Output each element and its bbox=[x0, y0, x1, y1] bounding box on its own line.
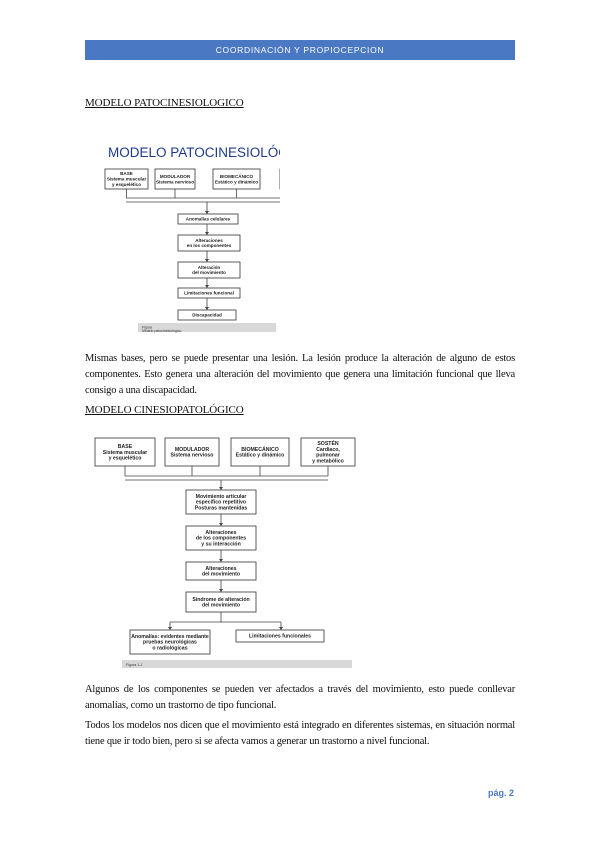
top-box-4-text: Cardiaco, bbox=[316, 447, 340, 453]
bottom-box-anomalias-text: o radiológicas bbox=[152, 645, 187, 651]
chain-box-2-text: de los componentes bbox=[196, 536, 246, 542]
top-box-4-text: SOSTÉN bbox=[317, 439, 339, 447]
bottom-box-anomalias-text: Anomalías: evidentes mediante bbox=[131, 634, 209, 640]
arrow-head bbox=[205, 232, 209, 235]
page-header: COORDINACIÓN Y PROPIOCEPCION bbox=[85, 40, 515, 60]
chain-box-5-text: Discapacidad bbox=[192, 313, 222, 318]
chain-box-3-text: del movimiento bbox=[202, 572, 240, 578]
top-box-1-text: y esquelético bbox=[109, 456, 142, 462]
top-box-3-text: BIOMECÁNICO bbox=[220, 173, 254, 179]
chain-box-5: Discapacidad bbox=[177, 309, 237, 321]
top-box-1-text: BASE bbox=[118, 444, 133, 450]
figure-caption-text: Modelo patocinesiológico. bbox=[142, 329, 182, 333]
top-box-3-text: Estático y dinámico bbox=[236, 453, 285, 459]
figure-caption-label: Figura bbox=[142, 326, 152, 330]
top-box-1-text: BASE bbox=[120, 171, 133, 176]
bottom-box-anomalias-text: pruebas neurológicas bbox=[143, 640, 197, 646]
chain-box-4: Limitaciones funcional bbox=[177, 287, 241, 299]
top-box-4-text: y metabólico bbox=[312, 458, 344, 464]
page-number: pág. 2 bbox=[487, 788, 514, 798]
arrow-head bbox=[168, 627, 172, 630]
chain-box-1-text: Posturas mantenidas bbox=[195, 505, 248, 511]
chain-box-2-text: Alteraciones bbox=[205, 530, 236, 536]
top-box-2-text: MODULADOR bbox=[160, 174, 191, 179]
paragraph-3: Todos los modelos nos dicen que el movim… bbox=[85, 720, 515, 747]
paragraph-2: Algunos de los componentes se pueden ver… bbox=[85, 684, 515, 711]
chain-box-3-text: del movimiento bbox=[192, 270, 226, 275]
chain-box-1-text: Movimiento articular bbox=[196, 494, 247, 500]
chain-box-2-text: en los componentes bbox=[187, 243, 232, 248]
bottom-box-limitaciones: Limitaciones funcionales bbox=[235, 629, 325, 643]
top-box-1-text: y esquelético bbox=[112, 182, 141, 187]
arrow-head bbox=[219, 559, 223, 562]
arrow-head bbox=[205, 285, 209, 288]
bottom-box-limitaciones-text: Limitaciones funcionales bbox=[249, 634, 311, 640]
arrow-head bbox=[279, 627, 283, 630]
arrow-head bbox=[219, 487, 223, 490]
top-box-2-text: MODULADOR bbox=[175, 447, 210, 453]
arrow-head bbox=[219, 589, 223, 592]
top-box-4-text: pulmonar bbox=[316, 453, 340, 459]
top-box-3-text: BIOMECÁNICO bbox=[241, 446, 278, 453]
chain-box-3-text: Alteración bbox=[198, 265, 221, 270]
chain-box-2-text: y su interacción bbox=[201, 541, 241, 547]
arrow-head bbox=[219, 523, 223, 526]
chain-box-2-text: Alteraciones bbox=[195, 238, 223, 243]
chain-box-4-text: Síndrome de alteración bbox=[192, 597, 249, 603]
heading-patocinesiologico: MODELO PATOCINESIOLOGICO bbox=[85, 97, 244, 109]
chain-box-1-text: específico repetitivo bbox=[196, 500, 246, 506]
top-box-1-text: Sistema muscular bbox=[107, 177, 147, 182]
chain-box-1: Anomalías celulares bbox=[177, 213, 239, 225]
chain-box-1-text: Anomalías celulares bbox=[186, 217, 231, 222]
chain-box-4-text: Limitaciones funcional bbox=[184, 291, 234, 296]
figure-title: MODELO PATOCINESIOLÓGICO bbox=[108, 145, 280, 160]
arrow-head bbox=[205, 211, 209, 214]
chain-box-3-text: Alteraciones bbox=[205, 566, 236, 572]
figure-caption-text: Figura 1-1 bbox=[126, 663, 142, 667]
top-box-1-text: Sistema muscular bbox=[103, 450, 147, 456]
arrow-head bbox=[205, 307, 209, 310]
top-box-3-text: Estático y dinámico bbox=[215, 179, 258, 184]
top-box-2-text: Sistema nervioso bbox=[171, 453, 214, 459]
figure-caption-bar bbox=[122, 660, 352, 668]
figure-caption-bar bbox=[138, 323, 276, 332]
paragraph-1: Mismas bases, pero se puede presentar un… bbox=[85, 353, 515, 396]
chain-box-4-text: del movimiento bbox=[202, 603, 240, 609]
top-box-2-text: Sistema nervioso bbox=[156, 179, 194, 184]
arrow-head bbox=[205, 259, 209, 262]
heading-cinesiopatologico: MODELO CINESIOPATOLÓGICO bbox=[85, 404, 244, 416]
